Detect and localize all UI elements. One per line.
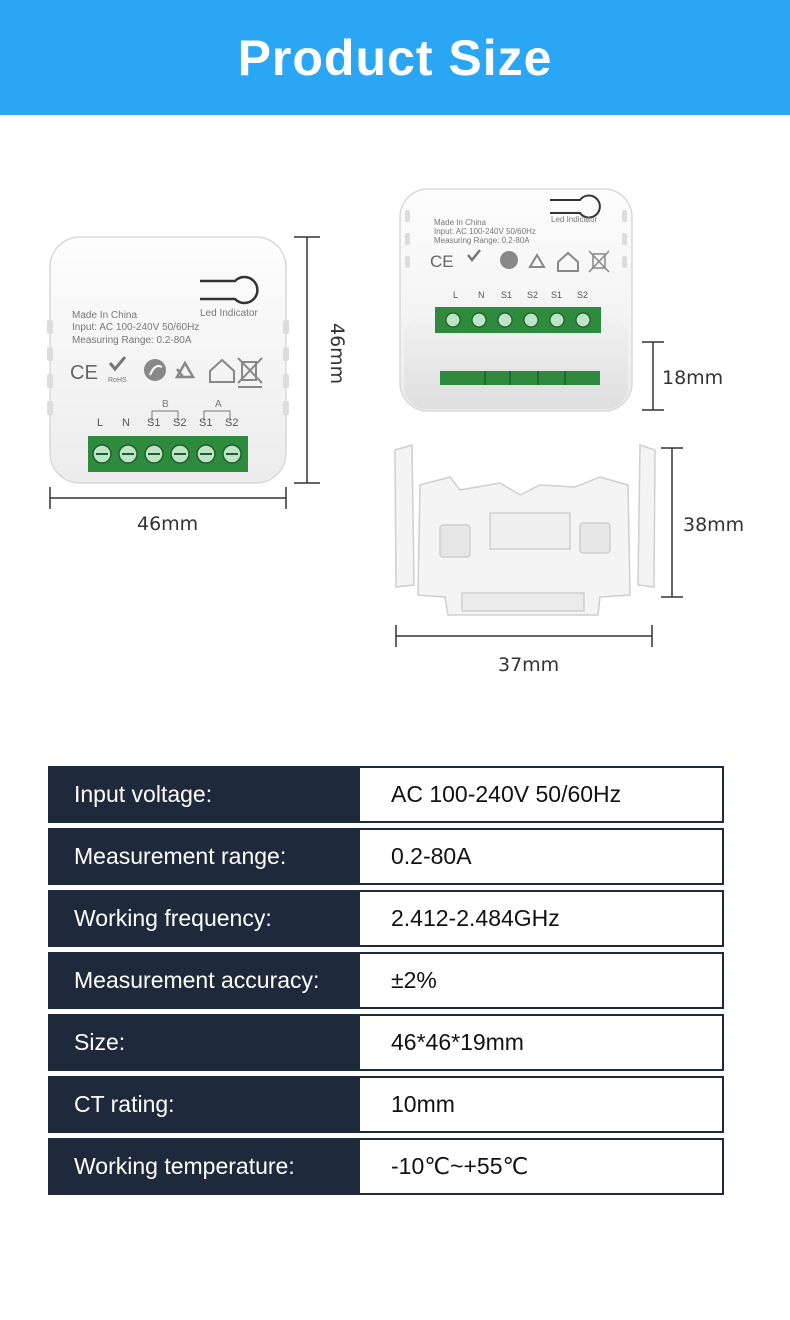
width-dimension-line	[49, 487, 287, 509]
bracket-height-dimension-label: 38mm	[683, 514, 745, 536]
terminal-label: S2	[527, 290, 538, 300]
spec-label: Measurement accuracy:	[50, 954, 360, 1007]
terminal-group-b: B	[162, 399, 169, 410]
green-dot-icon	[144, 359, 166, 381]
spec-value: ±2%	[391, 967, 437, 993]
spec-row: Measurement range: 0.2-80A	[48, 828, 724, 885]
green-dot-icon	[500, 251, 518, 269]
spec-table: Input voltage: AC 100-240V 50/60Hz Measu…	[48, 766, 724, 1200]
bracket-width-dimension-label: 37mm	[498, 654, 560, 676]
spec-row: CT rating: 10mm	[48, 1076, 724, 1133]
terminal-label: S2	[173, 417, 186, 429]
width-dimension-label: 46mm	[137, 513, 199, 535]
spec-row: Working frequency: 2.412-2.484GHz	[48, 890, 724, 947]
terminal-label: S2	[225, 417, 238, 429]
device-side-view: Led Indicator Made In China Input: AC 10…	[399, 188, 633, 412]
terminal-block	[435, 307, 601, 333]
depth-dimension-label: 18mm	[662, 367, 724, 389]
spec-row: Working temperature: -10℃~+55℃	[48, 1138, 724, 1195]
depth-dimension-line	[642, 341, 664, 411]
measuring-range-label: Measuring Range: 0.2-80A	[72, 335, 192, 346]
spec-label: Measurement range:	[50, 830, 360, 883]
made-in-label: Made In China	[434, 218, 487, 227]
terminal-group-a: A	[215, 399, 222, 410]
indoor-use-icon	[557, 251, 579, 272]
spec-value: -10℃~+55℃	[391, 1153, 529, 1179]
terminal-label: S1	[199, 417, 212, 429]
bracket-width-dimension-line	[395, 625, 653, 647]
page-title: Product Size	[237, 29, 553, 86]
terminal-label: L	[97, 417, 103, 429]
spec-row: Measurement accuracy: ±2%	[48, 952, 724, 1009]
led-label: Led Indicator	[200, 308, 258, 319]
terminal-label: S2	[577, 290, 588, 300]
product-drawing: Led Indicator Made In China Input: AC 10…	[47, 188, 683, 647]
led-indicator-icon	[550, 194, 601, 219]
ce-mark: CE	[70, 362, 98, 384]
led-label: Led Indicator	[551, 215, 598, 224]
spec-label: Working temperature:	[50, 1140, 360, 1193]
bracket-height-dimension-line	[661, 447, 683, 598]
spec-label: Input voltage:	[50, 768, 360, 821]
recycle-icon	[528, 253, 546, 268]
terminal-label: S1	[501, 290, 512, 300]
page-header: Product Size	[0, 0, 790, 115]
terminal-block	[88, 436, 248, 472]
spec-row: Input voltage: AC 100-240V 50/60Hz	[48, 766, 724, 823]
terminal-label: L	[453, 290, 458, 300]
terminal-label: N	[122, 417, 130, 429]
spec-value: 2.412-2.484GHz	[391, 905, 560, 931]
spec-value: 46*46*19mm	[391, 1029, 524, 1055]
terminal-label: S1	[147, 417, 160, 429]
input-label: Input: AC 100-240V 50/60Hz	[434, 227, 536, 236]
device-front-view: Led Indicator Made In China Input: AC 10…	[47, 236, 289, 484]
indoor-use-icon	[209, 358, 235, 383]
check-icon	[467, 249, 481, 263]
ce-mark: CE	[430, 252, 454, 271]
weee-icon	[588, 250, 610, 273]
spec-value: 10mm	[391, 1091, 455, 1117]
rohs-mark: RoHS	[108, 377, 127, 384]
height-dimension-line	[294, 236, 320, 484]
spec-label: Size:	[50, 1016, 360, 1069]
made-in-label: Made In China	[72, 310, 137, 321]
mounting-bracket	[394, 443, 656, 616]
product-diagram: Led Indicator Made In China Input: AC 10…	[0, 115, 790, 735]
recycle-icon	[174, 360, 196, 379]
height-dimension-label: 46mm	[326, 323, 348, 385]
input-label: Input: AC 100-240V 50/60Hz	[72, 322, 199, 333]
spec-label: CT rating:	[50, 1078, 360, 1131]
weee-icon	[237, 357, 263, 388]
spec-row: Size: 46*46*19mm	[48, 1014, 724, 1071]
side-terminal-block	[440, 371, 600, 385]
spec-value: AC 100-240V 50/60Hz	[391, 781, 622, 807]
measuring-range-label: Measuring Range: 0.2-80A	[434, 236, 530, 245]
spec-label: Working frequency:	[50, 892, 360, 945]
terminal-label: N	[478, 290, 485, 300]
spec-value: 0.2-80A	[391, 843, 472, 869]
check-icon	[108, 356, 127, 372]
terminal-label: S1	[551, 290, 562, 300]
led-indicator-icon	[200, 275, 259, 305]
